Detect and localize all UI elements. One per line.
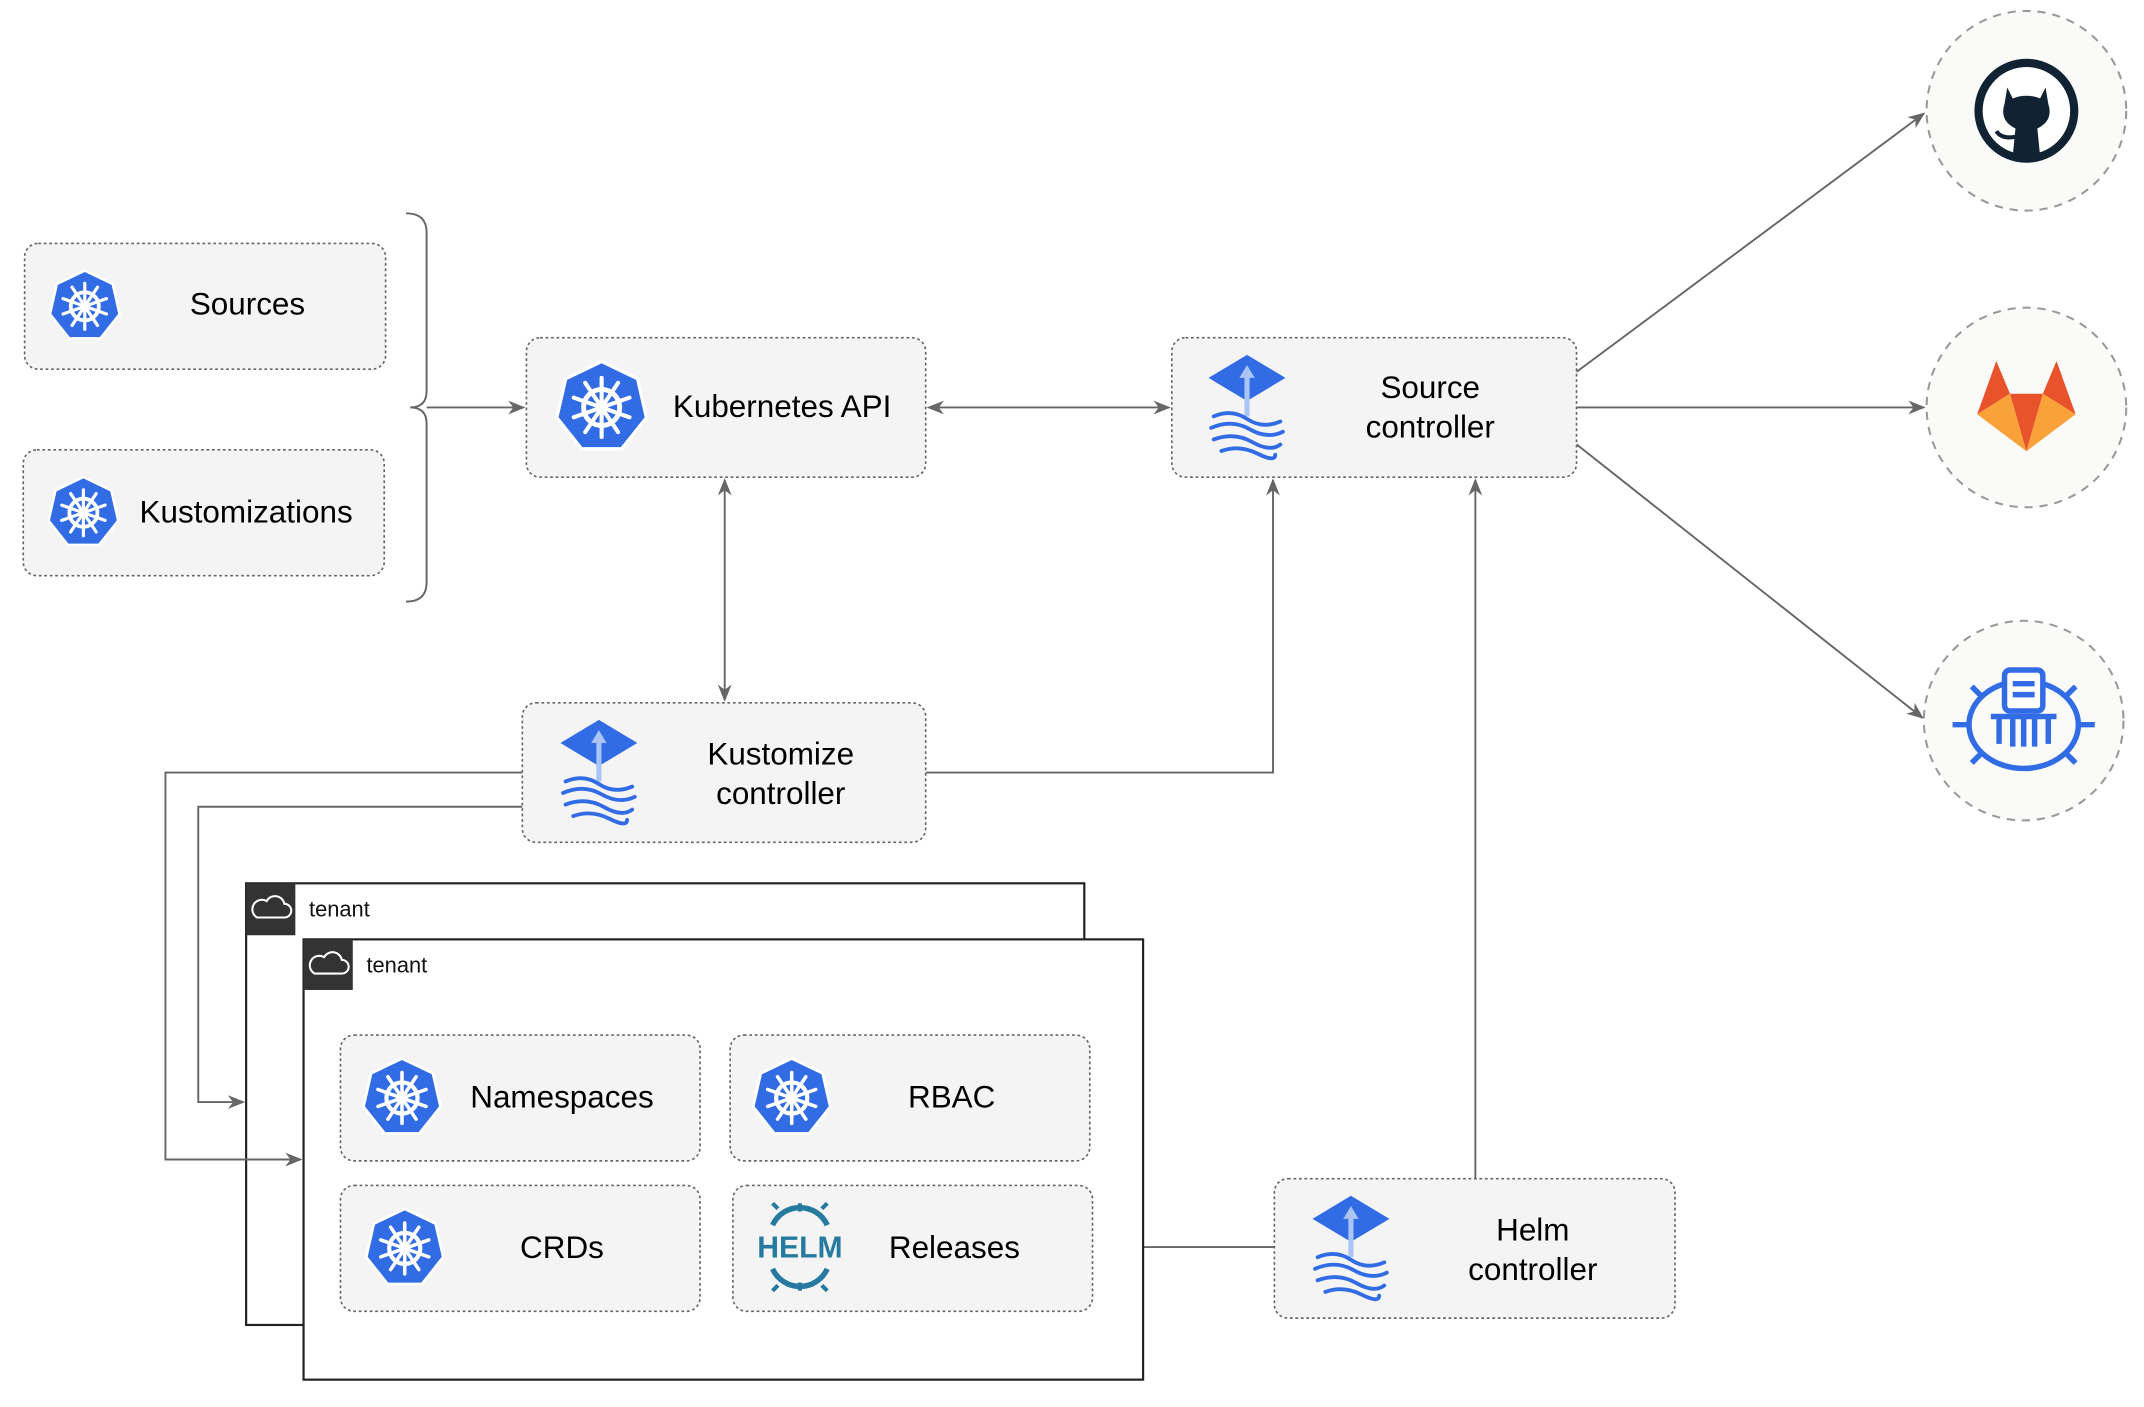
edge-kustomize-to-tenant-front bbox=[164, 771, 523, 1167]
edge-source-to-github bbox=[1575, 112, 1926, 373]
github-icon bbox=[1974, 58, 2079, 163]
bucket-icon bbox=[1952, 667, 2095, 772]
helm-logo-text: HELM bbox=[757, 1232, 842, 1265]
node-label: controller bbox=[1366, 410, 1495, 445]
node-label: controller bbox=[716, 776, 845, 811]
edge-kustomize-to-source bbox=[925, 478, 1280, 774]
node-label: Kustomizations bbox=[140, 494, 353, 529]
node-label: Kubernetes API bbox=[673, 389, 891, 424]
node-kustomize-controller[interactable]: Kustomize controller bbox=[521, 701, 927, 844]
node-label: Namespaces bbox=[470, 1080, 653, 1115]
node-rbac[interactable]: RBAC bbox=[729, 1034, 1091, 1162]
edge-source-to-bucket bbox=[1575, 443, 1924, 719]
grouping-brace bbox=[406, 212, 428, 603]
cloud-icon bbox=[308, 951, 350, 975]
tenant-label: tenant bbox=[309, 896, 370, 921]
node-source-controller[interactable]: Source controller bbox=[1170, 336, 1578, 479]
node-sources[interactable]: Sources bbox=[23, 242, 387, 371]
node-label: Sources bbox=[190, 287, 305, 322]
gitlab-source[interactable] bbox=[1925, 306, 2128, 509]
node-label: controller bbox=[1468, 1252, 1597, 1287]
tenant-label: tenant bbox=[366, 952, 427, 977]
node-label: Kustomize bbox=[707, 736, 854, 771]
helm-icon: HELM bbox=[757, 1201, 843, 1293]
github-source[interactable] bbox=[1925, 9, 2128, 212]
bucket-source[interactable] bbox=[1922, 619, 2125, 822]
cloud-icon bbox=[251, 895, 293, 919]
node-label: Source bbox=[1380, 370, 1480, 405]
node-label: RBAC bbox=[908, 1080, 995, 1115]
gitlab-icon bbox=[1977, 360, 2076, 452]
edge-kustomize-to-tenant-back bbox=[197, 805, 523, 1109]
node-label: Releases bbox=[889, 1230, 1020, 1265]
node-namespaces[interactable]: Namespaces bbox=[339, 1034, 701, 1162]
node-crds[interactable]: CRDs bbox=[339, 1184, 701, 1313]
node-kubernetes-api[interactable]: Kubernetes API bbox=[525, 336, 927, 479]
node-label: Helm bbox=[1496, 1212, 1569, 1247]
node-kustomizations[interactable]: Kustomizations bbox=[22, 449, 386, 577]
node-label: CRDs bbox=[520, 1230, 604, 1265]
node-releases[interactable]: HELM Releases bbox=[732, 1184, 1094, 1313]
node-helm-controller[interactable]: Helm controller bbox=[1273, 1177, 1676, 1319]
